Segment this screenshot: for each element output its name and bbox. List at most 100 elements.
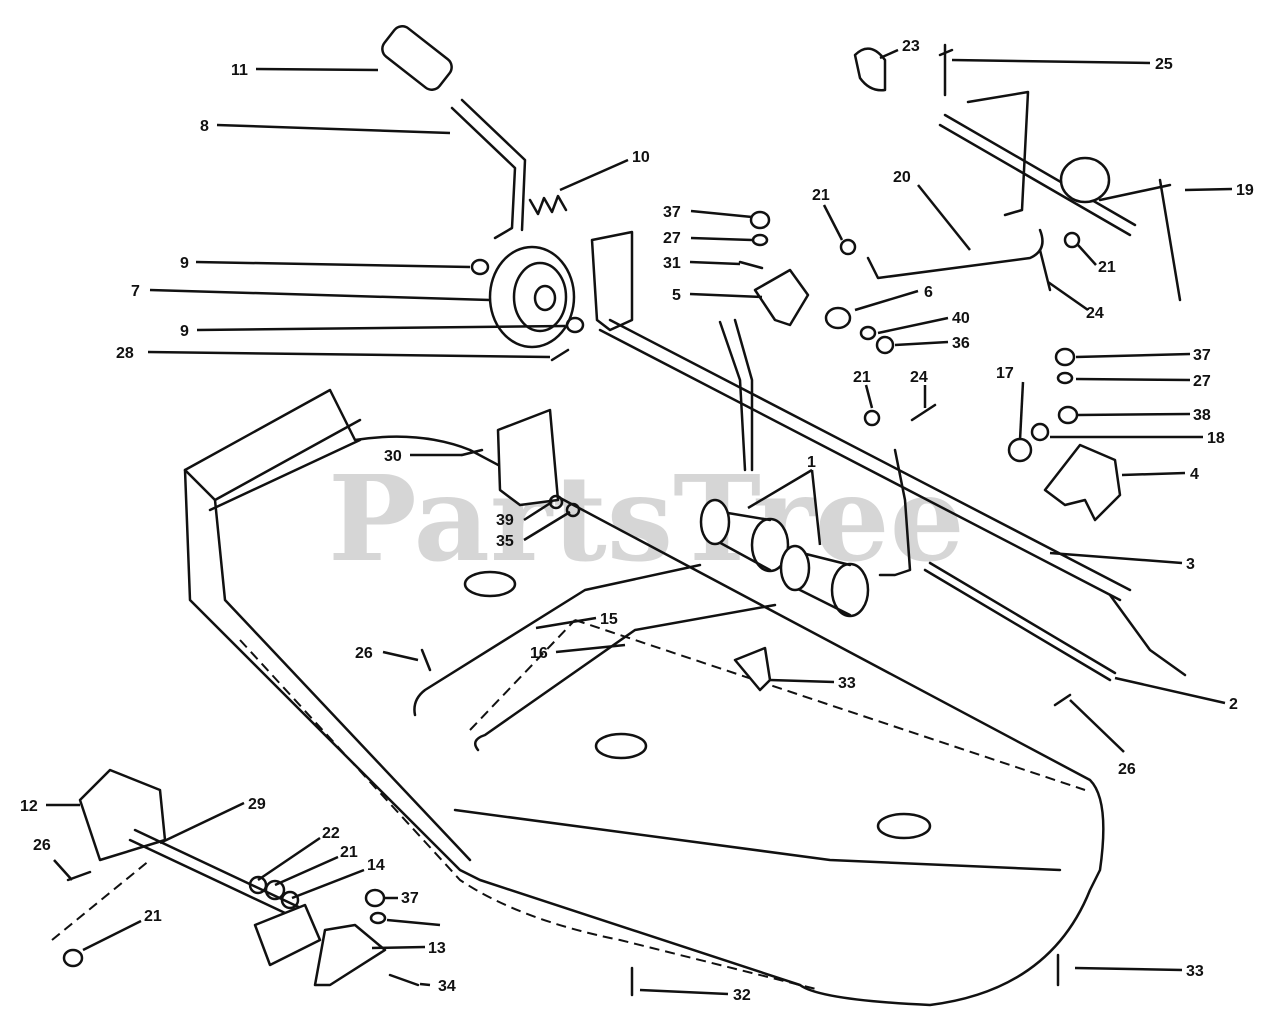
bolt [388, 973, 420, 987]
callout-25: 25 [1155, 56, 1173, 73]
callout-26: 26 [1118, 761, 1136, 778]
rod [866, 228, 1044, 280]
callout-17: 17 [996, 365, 1014, 382]
callout-15: 15 [600, 611, 618, 628]
watermark: PartsTree [328, 449, 965, 588]
callout-6: 6 [924, 284, 933, 301]
callout-37: 37 [401, 890, 419, 907]
callout-16: 16 [530, 645, 548, 662]
washer [859, 325, 877, 341]
callout-21: 21 [853, 369, 871, 386]
callout-14: 14 [367, 857, 385, 874]
axle [938, 123, 1132, 237]
callout-7: 7 [131, 283, 140, 300]
callout-28: 28 [116, 345, 134, 362]
callout-24: 24 [1086, 305, 1104, 322]
callout-5: 5 [672, 287, 681, 304]
callout-23: 23 [902, 38, 920, 55]
callout-33: 33 [838, 675, 856, 692]
callout-29: 29 [248, 796, 266, 813]
plate [1043, 443, 1122, 522]
baffle-rod [413, 563, 702, 717]
callout-26: 26 [355, 645, 373, 662]
callout-2: 2 [1229, 696, 1238, 713]
deck-hole [876, 812, 932, 840]
side-plate [496, 408, 560, 507]
callout-39: 39 [496, 512, 514, 529]
callout-13: 13 [428, 940, 446, 957]
bracket [313, 923, 387, 987]
nut [1057, 405, 1079, 425]
washer [863, 409, 881, 427]
washer [1056, 371, 1074, 385]
callout-11: 11 [231, 62, 248, 79]
callout-26: 26 [33, 837, 51, 854]
callout-8: 8 [200, 118, 209, 135]
baffle-rod [473, 603, 777, 752]
cotter-pin [910, 403, 937, 422]
washer [1030, 422, 1050, 442]
callout-37: 37 [663, 204, 681, 221]
callout-4: 4 [1190, 466, 1199, 483]
callout-19: 19 [1236, 182, 1254, 199]
bolt [733, 646, 772, 692]
nut [280, 890, 300, 910]
callout-18: 18 [1207, 430, 1225, 447]
cotter-pin [420, 648, 432, 672]
deck-hole [463, 570, 517, 598]
callout-21: 21 [340, 844, 358, 861]
spacer [1007, 437, 1033, 463]
hair-clip [853, 47, 887, 92]
callout-1: 1 [807, 454, 816, 471]
mount-bracket [590, 230, 634, 332]
callout-32: 32 [733, 987, 751, 1004]
parts [51, 25, 1187, 997]
leader-lines [46, 48, 1233, 996]
nut [749, 210, 771, 230]
callout-33: 33 [1186, 963, 1204, 980]
callout-9: 9 [180, 255, 189, 272]
bracket [78, 768, 167, 862]
hair-pin [938, 43, 954, 97]
washer [565, 316, 585, 334]
nut [875, 335, 895, 355]
washer [1063, 231, 1081, 249]
callout-21: 21 [144, 908, 162, 925]
chain [1158, 178, 1182, 302]
cotter-pin [1053, 693, 1072, 707]
callout-27: 27 [1193, 373, 1211, 390]
handle-grip [381, 25, 453, 91]
guide-plate [1059, 156, 1111, 204]
callout-38: 38 [1193, 407, 1211, 424]
callout-21: 21 [812, 187, 830, 204]
callout-31: 31 [663, 255, 681, 272]
washer [248, 875, 268, 895]
callout-24: 24 [910, 369, 928, 386]
height-lever [450, 106, 517, 240]
bolt [460, 448, 484, 457]
cotter-pin [1038, 248, 1052, 292]
spring [528, 194, 568, 216]
bolt [738, 260, 764, 270]
nut [264, 879, 286, 901]
callouts: 11 8 10 9 7 9 28 37 27 31 5 21 20 6 40 3… [20, 38, 1254, 1004]
callout-10: 10 [632, 149, 650, 166]
washer [369, 911, 387, 925]
callout-36: 36 [952, 335, 970, 352]
pulley [488, 245, 576, 349]
callout-3: 3 [1186, 556, 1195, 573]
callout-22: 22 [322, 825, 340, 842]
rollers [699, 498, 870, 618]
callout-21: 21 [1098, 259, 1116, 276]
washer [470, 258, 490, 276]
callout-30: 30 [384, 448, 402, 465]
axle [128, 838, 302, 922]
deck-hole [594, 732, 648, 760]
callout-35: 35 [496, 533, 514, 550]
bracket [253, 903, 322, 967]
callout-27: 27 [663, 230, 681, 247]
nut [565, 502, 581, 518]
chain [966, 90, 1030, 217]
